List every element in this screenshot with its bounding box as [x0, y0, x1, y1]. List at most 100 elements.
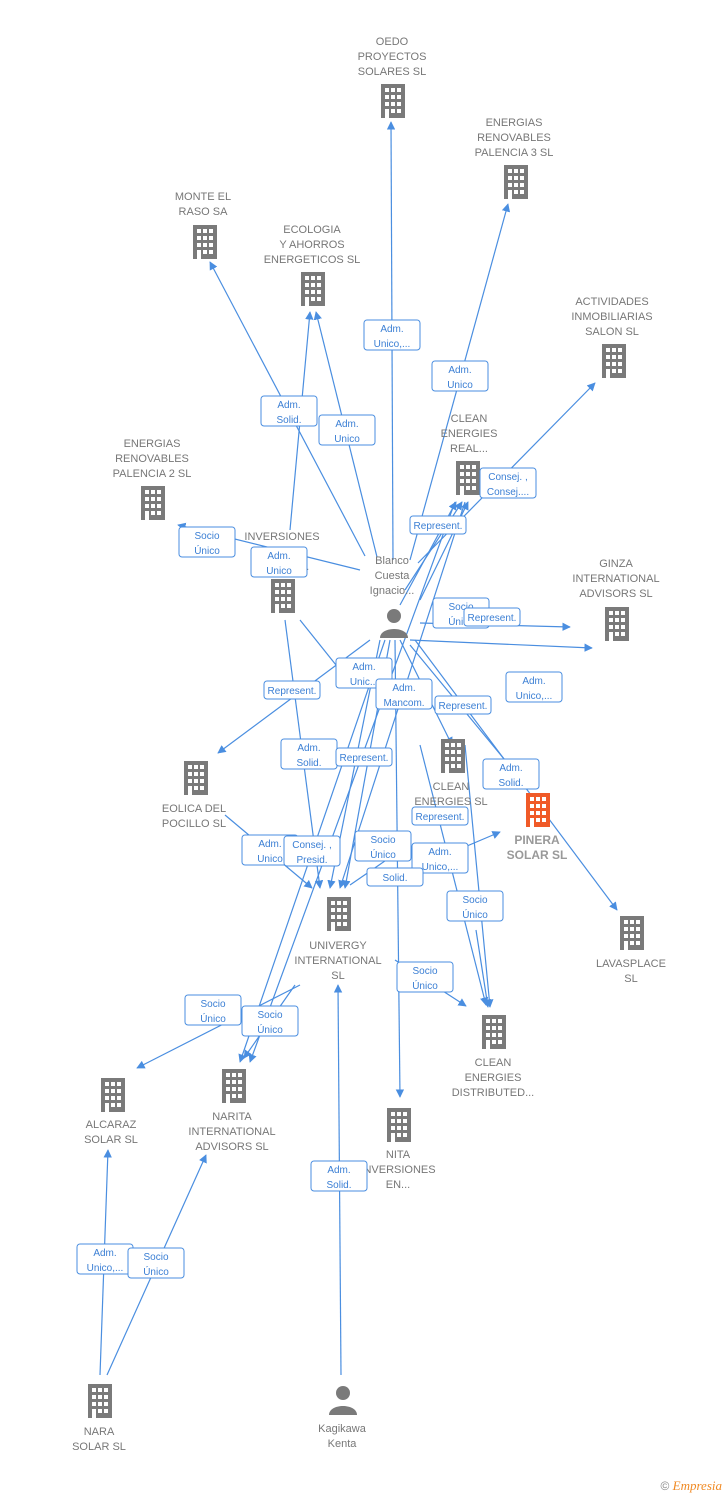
edge-line — [248, 501, 456, 1063]
edge-label-text: Solid. — [326, 1180, 351, 1191]
building-icon[interactable] — [193, 225, 217, 259]
edge-label[interactable]: Adm.Unico,... — [505, 671, 563, 703]
edge-label[interactable]: Consej. ,Consej.... — [479, 467, 537, 499]
edge-label-text: Represent. — [439, 701, 488, 712]
building-icon[interactable] — [605, 607, 629, 641]
building-icon[interactable] — [88, 1384, 112, 1418]
building-icon[interactable] — [602, 344, 626, 378]
edge-labels-layer: Adm.Unico,...Adm.UnicoAdm.Solid.Adm.Unic… — [76, 319, 563, 1279]
building-icon[interactable] — [620, 916, 644, 950]
person-icon[interactable] — [380, 609, 408, 638]
node-label: CLEAN — [433, 781, 470, 793]
edge-line — [475, 929, 491, 1008]
edge-label-text: Socio — [143, 1252, 168, 1263]
edge-label[interactable]: Adm.Mancom. — [375, 678, 433, 710]
edge-label[interactable]: Represent. — [434, 695, 492, 715]
node-label: PROYECTOS — [358, 51, 427, 63]
node-label: INTERNATIONAL — [572, 573, 659, 585]
edge-label-text: Único — [143, 1265, 169, 1278]
edge-label[interactable]: Adm.Solid. — [280, 738, 338, 770]
building-icon[interactable] — [504, 165, 528, 199]
edge-label[interactable]: Consej. ,Presid. — [283, 835, 341, 867]
node-cleanreal[interactable]: CLEANENERGIESREAL... — [441, 413, 498, 495]
edge-label[interactable]: Represent. — [263, 680, 321, 700]
edge-label-text: Socio — [462, 895, 487, 906]
edge-label-text: Unico,... — [87, 1263, 124, 1274]
edge-label[interactable]: Adm.Unico,... — [363, 319, 421, 351]
edge-label[interactable]: Adm.Solid. — [482, 758, 540, 790]
building-icon[interactable] — [184, 761, 208, 795]
building-icon[interactable] — [141, 486, 165, 520]
edge-label[interactable]: Represent. — [409, 515, 467, 535]
edge-label[interactable]: Solid. — [366, 867, 424, 887]
building-icon[interactable] — [381, 84, 405, 118]
node-blanco[interactable]: BlancoCuestaIgnacio... — [370, 555, 415, 638]
edge-label[interactable]: Adm.Solid. — [260, 395, 318, 427]
person-icon[interactable] — [329, 1386, 357, 1415]
node-label: ENERGIAS — [124, 438, 181, 450]
edge-label-box — [310, 1160, 368, 1192]
brand-logo[interactable]: Empresia — [672, 1478, 722, 1493]
edge-label-text: Socio — [194, 531, 219, 542]
node-cleansl[interactable]: CLEAN ENERGIES SL — [414, 739, 488, 808]
edge-label-text: Único — [257, 1023, 283, 1036]
edge-label-text: Socio — [200, 999, 225, 1010]
node-label: SOLAR SL — [84, 1134, 138, 1146]
focus-building-icon[interactable] — [526, 793, 550, 827]
node-label: Blanco — [375, 555, 409, 567]
edge-label[interactable]: Adm.Unico — [318, 414, 376, 446]
edge-label[interactable]: Represent. — [463, 607, 521, 627]
node-label: OEDO — [376, 36, 409, 48]
building-icon[interactable] — [327, 897, 351, 931]
edge-label[interactable]: Represent. — [335, 747, 393, 767]
node-label: Kagikawa — [318, 1423, 367, 1435]
edge-label[interactable]: Represent. — [411, 806, 469, 826]
building-icon[interactable] — [101, 1078, 125, 1112]
edge-label[interactable]: Adm.Unico — [431, 360, 489, 392]
building-icon[interactable] — [301, 272, 325, 306]
node-cleandist[interactable]: CLEANENERGIESDISTRIBUTED... — [452, 1015, 535, 1099]
edge-label-box — [463, 607, 521, 627]
edge-label[interactable]: Adm.Unico,... — [411, 842, 469, 874]
building-icon[interactable] — [441, 739, 465, 773]
edge-label-text: Consej.... — [487, 487, 529, 498]
node-label: ENERGIES SL — [414, 796, 487, 808]
building-icon[interactable] — [456, 461, 480, 495]
node-label: NITA — [386, 1149, 411, 1161]
edge-label[interactable]: Adm.Solid. — [310, 1160, 368, 1192]
edge-label-text: Único — [194, 544, 220, 557]
edge-label-text: Solid. — [296, 758, 321, 769]
building-icon[interactable] — [482, 1015, 506, 1049]
building-icon[interactable] — [271, 579, 295, 613]
edge-label[interactable]: Adm.Unico — [250, 546, 308, 578]
edge-label-box — [431, 360, 489, 392]
building-icon[interactable] — [387, 1108, 411, 1142]
node-nita[interactable]: NITAINVERSIONESEN... — [360, 1108, 436, 1191]
building-icon[interactable] — [222, 1069, 246, 1103]
edge-label-text: Unico,... — [374, 339, 411, 350]
edge-label[interactable]: Adm.Unico,... — [76, 1243, 134, 1275]
